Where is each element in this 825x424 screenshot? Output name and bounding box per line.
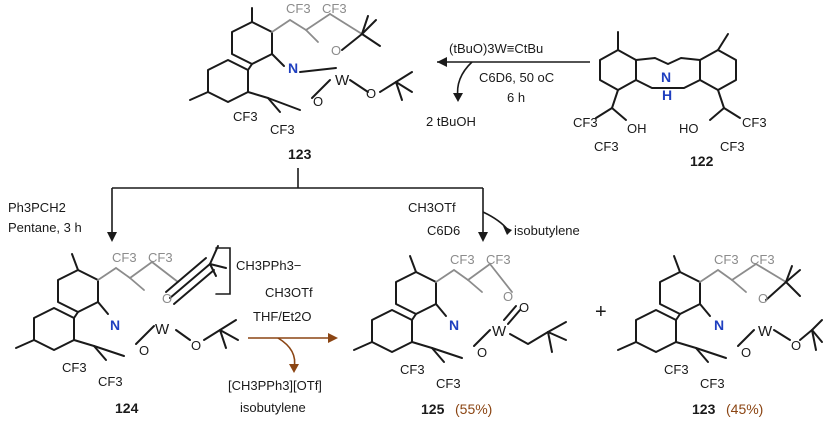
step2-reagent: Ph3PCH2: [8, 200, 66, 215]
step3-byproduct: isobutylene: [514, 223, 580, 238]
step1-time: 6 h: [507, 90, 525, 105]
arrow-tbuoh-branch: [456, 61, 473, 99]
cf3-123r-b: CF3: [750, 252, 775, 267]
atom-n-124: N: [110, 317, 120, 333]
cf3-123r-d: CF3: [700, 376, 725, 391]
compound-label-124: 124: [115, 400, 139, 416]
cf3-125-c: CF3: [400, 362, 425, 377]
arrow-salt-branch: [277, 337, 296, 369]
arrowhead-tbuoh: [453, 93, 463, 102]
cf3-123-c: CF3: [233, 109, 258, 124]
compound-label-123-top: 123: [288, 146, 312, 162]
o-123-b: O: [313, 94, 323, 109]
atom-n-123r: N: [714, 317, 724, 333]
compound-122-structure: [595, 31, 741, 121]
cf3-125-d: CF3: [436, 376, 461, 391]
compound-label-122: 122: [690, 153, 714, 169]
o-124-b: O: [139, 343, 149, 358]
o-123r-c: O: [791, 338, 801, 353]
step3-solvent: C6D6: [427, 223, 460, 238]
arrowhead-isobutylene: [503, 226, 512, 235]
o-123-a: O: [331, 43, 341, 58]
arrowhead-step2: [107, 232, 117, 242]
compound-123-top-structure: [189, 7, 413, 113]
cf3-122-a: CF3: [573, 115, 598, 130]
compound-124-structure: [15, 245, 239, 361]
arrowhead-step3: [478, 232, 488, 242]
compound-123-right-structure: [617, 255, 823, 363]
step2-conditions: Pentane, 3 h: [8, 220, 82, 235]
cf3-122-c: CF3: [742, 115, 767, 130]
cf3-124-b: CF3: [148, 250, 173, 265]
step4-byproduct-salt: [CH3PPh3][OTf]: [228, 378, 322, 393]
atom-w-124: W: [155, 321, 170, 338]
cf3-125-b: CF3: [486, 252, 511, 267]
ho-122: HO: [679, 121, 699, 136]
atom-w-125: W: [492, 323, 507, 340]
cf3-123-d: CF3: [270, 122, 295, 137]
atom-n-123: N: [288, 60, 298, 76]
o-124-a: O: [162, 291, 172, 306]
cf3-123r-c: CF3: [664, 362, 689, 377]
yield-125: (55%): [455, 401, 492, 417]
cf3-123-b: CF3: [322, 1, 347, 16]
o-123r-b: O: [741, 345, 751, 360]
step4-reagent: CH3OTf: [265, 285, 313, 300]
plus-sign: +: [595, 301, 607, 323]
cf3-125-a: CF3: [450, 252, 475, 267]
atom-w-123: W: [335, 72, 350, 89]
cf3-123-a: CF3: [286, 1, 311, 16]
cf3-123r-a: CF3: [714, 252, 739, 267]
o-123r-a: O: [758, 291, 768, 306]
o-125-b: O: [477, 345, 487, 360]
arrowhead-step1: [437, 57, 447, 67]
compound-label-123-right: 123: [692, 401, 716, 417]
cf3-124-c: CF3: [62, 360, 87, 375]
compound-label-125: 125: [421, 401, 445, 417]
oxo-125: O: [519, 300, 529, 315]
step1-reagent: (tBuO)3W≡CtBu: [449, 41, 543, 56]
cf3-124-a: CF3: [112, 250, 137, 265]
cf3-122-b: CF3: [594, 139, 619, 154]
atom-w-123r: W: [758, 323, 773, 340]
arrowhead-salt: [289, 364, 299, 373]
step4-solvent: THF/Et2O: [253, 309, 312, 324]
o-123-c: O: [366, 86, 376, 101]
atom-n-122: N: [661, 69, 671, 85]
compound-125-structure: [353, 255, 567, 363]
counter-ion-124: CH3PPh3−: [236, 258, 301, 273]
step1-solvent: C6D6, 50 oC: [479, 70, 554, 85]
o-124-c: O: [191, 338, 201, 353]
oh-122: OH: [627, 121, 647, 136]
cf3-124-d: CF3: [98, 374, 123, 389]
atom-h-122: H: [662, 87, 672, 103]
step1-byproduct: 2 tBuOH: [426, 114, 476, 129]
atom-n-125: N: [449, 317, 459, 333]
step3-reagent: CH3OTf: [408, 200, 456, 215]
o-125-a: O: [503, 289, 513, 304]
step4-byproduct-gas: isobutylene: [240, 400, 306, 415]
cf3-122-d: CF3: [720, 139, 745, 154]
arrowhead-step4: [328, 333, 338, 343]
yield-123: (45%): [726, 401, 763, 417]
